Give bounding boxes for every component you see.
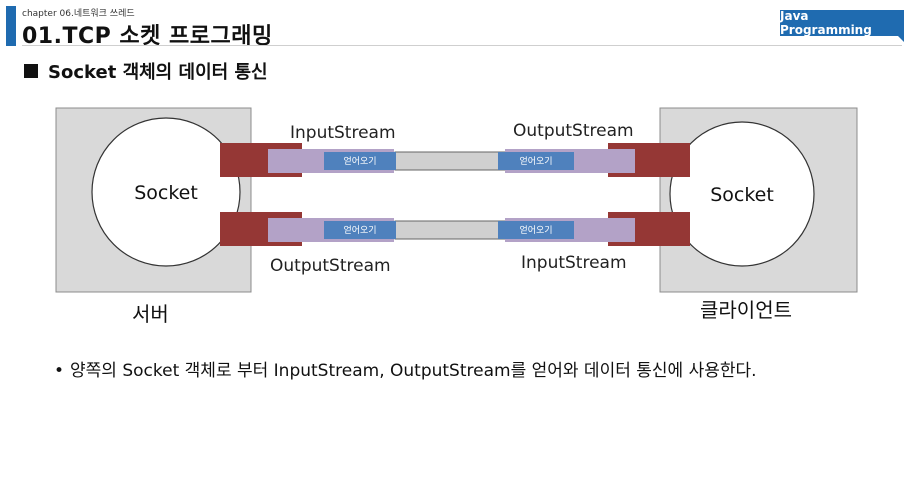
chip-top-left-label: 얻어오기 bbox=[343, 155, 376, 167]
badge-corner bbox=[894, 32, 904, 42]
bullet-dot-icon: • bbox=[54, 361, 65, 381]
chip-bottom-left-label: 얻어오기 bbox=[343, 224, 376, 236]
chip-top-right bbox=[498, 152, 574, 170]
header-accent-bar bbox=[6, 6, 16, 46]
client-socket-label: Socket bbox=[710, 184, 774, 206]
section-title: Socket 객체의 데이터 통신 bbox=[48, 62, 268, 83]
chip-top-left bbox=[324, 152, 396, 170]
bottom-pipe bbox=[394, 220, 506, 240]
page-title: 01.TCP 소켓 프로그래밍 bbox=[22, 24, 273, 49]
top-pipe bbox=[394, 151, 506, 171]
client-socket-circle bbox=[669, 121, 815, 267]
chip-bottom-left bbox=[324, 221, 396, 239]
server-socket-label: Socket bbox=[134, 182, 198, 204]
title-divider bbox=[22, 45, 902, 46]
client-label: 클라이언트 bbox=[700, 298, 792, 322]
bullet-text: 양쪽의 Socket 객체로 부터 InputStream, OutputStr… bbox=[70, 361, 757, 381]
top-left-stream-label: InputStream bbox=[290, 123, 396, 143]
course-badge: Java Programming bbox=[780, 9, 904, 37]
chapter-label: chapter 06.네트워크 쓰레드 bbox=[22, 9, 135, 19]
square-bullet-icon bbox=[24, 64, 38, 78]
bullet-note: •양쪽의 Socket 객체로 부터 InputStream, OutputSt… bbox=[54, 356, 757, 381]
bottom-left-stream-label: OutputStream bbox=[270, 256, 391, 276]
top-right-stream-label: OutputStream bbox=[513, 121, 634, 141]
chip-top-right-label: 얻어오기 bbox=[519, 155, 552, 167]
server-label: 서버 bbox=[132, 302, 169, 326]
server-socket-circle bbox=[91, 117, 241, 267]
chip-bottom-right bbox=[498, 221, 574, 239]
bottom-right-stream-label: InputStream bbox=[521, 253, 627, 273]
section-heading: Socket 객체의 데이터 통신 bbox=[24, 58, 268, 84]
chip-bottom-right-label: 얻어오기 bbox=[519, 224, 552, 236]
